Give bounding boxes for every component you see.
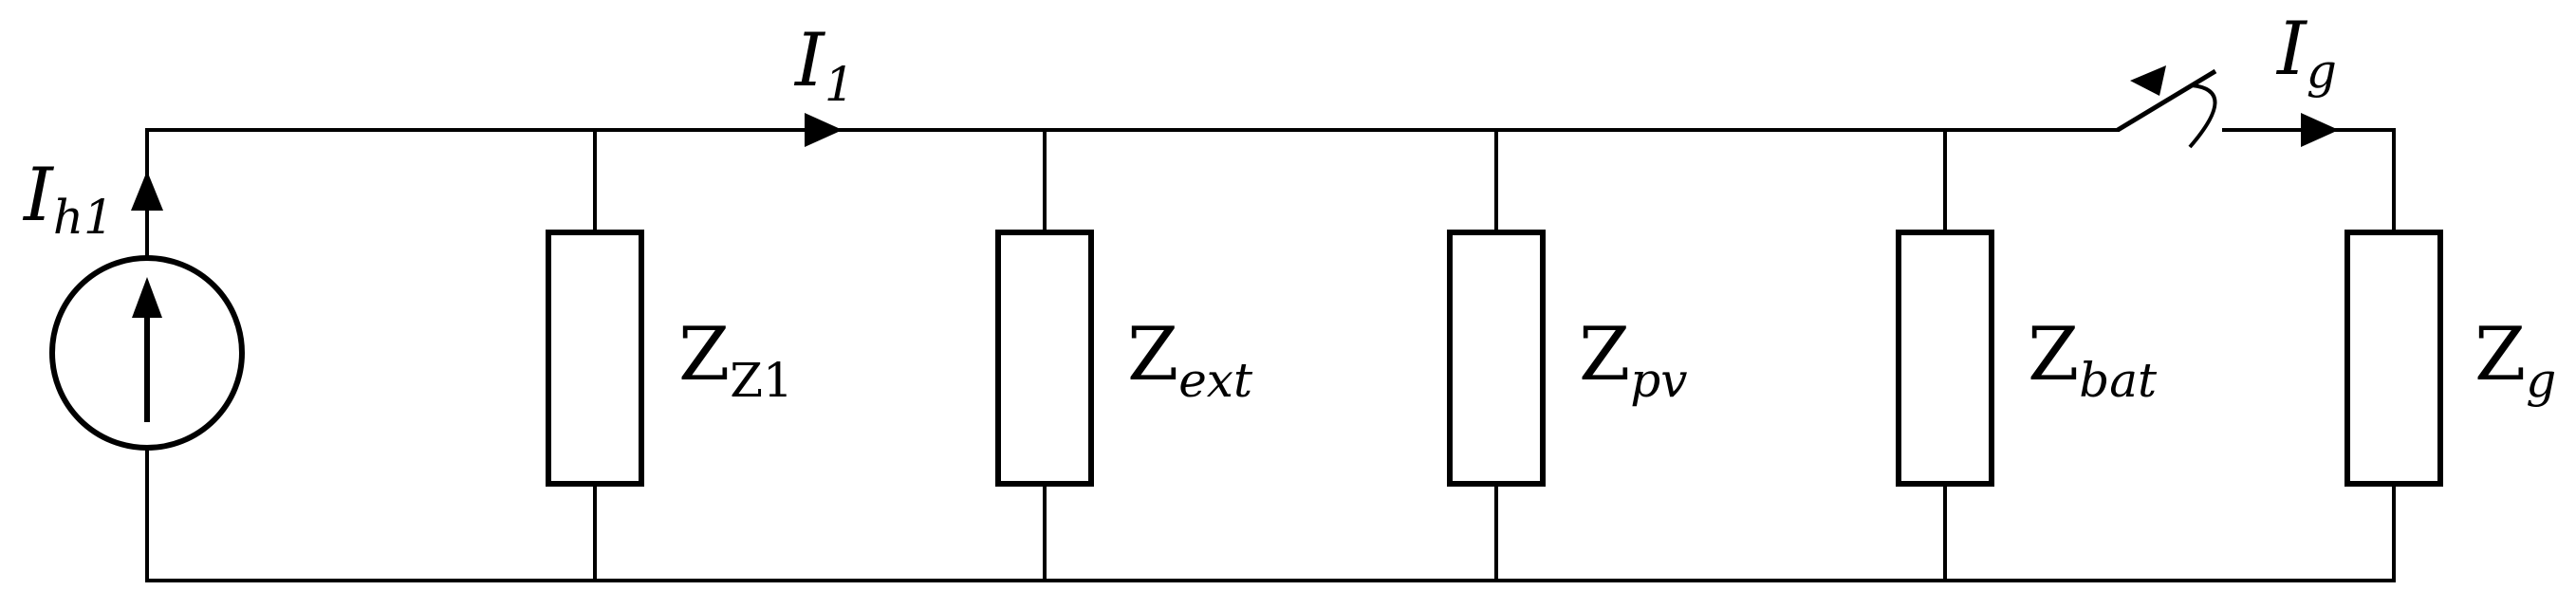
wires [145, 128, 2396, 582]
impedance-bat-sub: bat [2079, 353, 2158, 408]
impedance-bat-label: Zbat [2028, 312, 2158, 408]
impedance-ext-box [995, 230, 1094, 487]
impedance-bat-box [1896, 230, 1994, 487]
source-current-arrow [131, 171, 163, 211]
impedance-pv-sub: pv [1630, 353, 1687, 408]
impedance-g-box [2344, 230, 2443, 487]
impedance-ext-main: Z [1127, 312, 1178, 397]
switch-arc-arrow [2130, 65, 2166, 96]
impedance-pv-box [1447, 230, 1546, 487]
impedance-pv-label: Zpv [1579, 312, 1687, 408]
impedance-z1-sub: Z1 [730, 353, 793, 408]
impedance-g-sub: g [2526, 353, 2556, 408]
source-current-main: I [22, 153, 55, 238]
impedance-z1-label: ZZ1 [678, 312, 793, 408]
source-current-label: Ih1 [22, 153, 114, 245]
ig-arrow [2301, 113, 2339, 147]
ig-main: I [2275, 7, 2308, 92]
ig-sub: g [2307, 44, 2337, 99]
impedance-z1-main: Z [678, 312, 730, 397]
switch [2116, 65, 2217, 149]
impedance-bat-main: Z [2028, 312, 2079, 397]
impedance-ext-sub: ext [1178, 353, 1253, 408]
ig-label: Ig [2275, 7, 2337, 99]
i1-main: I [793, 18, 826, 103]
impedance-z1-box [546, 230, 644, 487]
impedances [546, 230, 2443, 487]
i1-sub: 1 [825, 57, 855, 112]
i1-label: I1 [793, 18, 855, 112]
i1-arrow [805, 113, 843, 147]
source-arrow-head [132, 277, 162, 318]
impedance-pv-main: Z [1579, 312, 1630, 397]
impedance-g-label: Zg [2474, 312, 2556, 408]
current-source [49, 171, 245, 451]
switch-blade [2116, 68, 2217, 133]
impedance-g-main: Z [2474, 312, 2526, 397]
labels: Ih1 I1 Ig ZZ1 Zext Zpv Zbat Zg [22, 7, 2556, 408]
source-current-sub: h1 [53, 190, 114, 245]
switch-arc [2188, 83, 2217, 149]
impedance-ext-label: Zext [1127, 312, 1253, 408]
